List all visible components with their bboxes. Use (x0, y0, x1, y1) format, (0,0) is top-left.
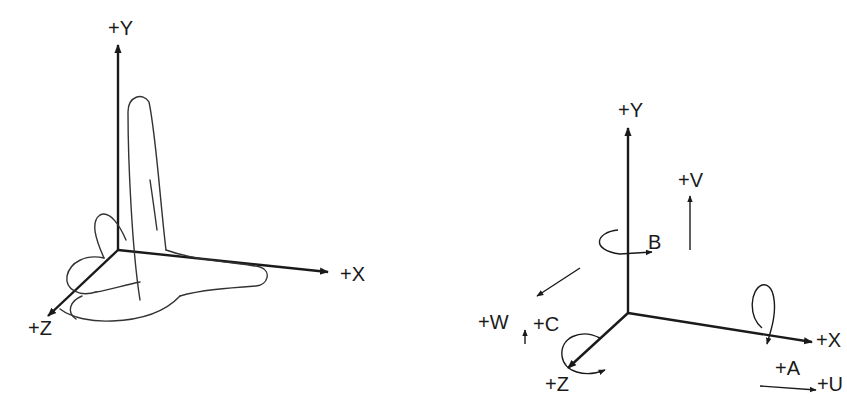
curled-finger (70, 296, 82, 319)
rotation-b (599, 230, 652, 254)
thumb (166, 250, 267, 296)
rotation-c (562, 334, 605, 373)
rotation-c-tick (524, 330, 525, 344)
index-finger (128, 97, 166, 300)
z-axis (568, 313, 628, 368)
motion-label: +A (775, 358, 800, 378)
motion-label: +W (478, 312, 509, 332)
x-axis (118, 250, 328, 272)
linear-w (537, 268, 580, 296)
x-axis (628, 313, 812, 342)
y-axis (627, 128, 629, 313)
linear-u (760, 386, 816, 390)
palm (60, 296, 180, 321)
y-axis (117, 45, 119, 250)
motion-label: +U (817, 374, 843, 394)
axis-label: +X (816, 330, 841, 350)
motion-label: +C (533, 314, 559, 334)
axis-label: +Y (108, 18, 133, 38)
finger-crease (96, 282, 140, 292)
axis-label: +Z (545, 374, 569, 394)
z-axis (48, 250, 118, 316)
motion-label: B (648, 232, 661, 252)
rotation-a (752, 285, 774, 344)
left-axes (48, 45, 328, 316)
linear-v (689, 196, 690, 250)
finger-crease (150, 180, 157, 230)
right-hand-sketch (60, 97, 267, 322)
axis-label: +Y (618, 100, 643, 120)
knuckle (95, 214, 126, 258)
axis-label: +Z (28, 318, 52, 338)
motion-label: +V (678, 170, 703, 190)
axis-label: +X (340, 264, 365, 284)
curled-finger (67, 257, 104, 294)
right-axes (568, 128, 812, 368)
motion-arrows (525, 196, 816, 390)
